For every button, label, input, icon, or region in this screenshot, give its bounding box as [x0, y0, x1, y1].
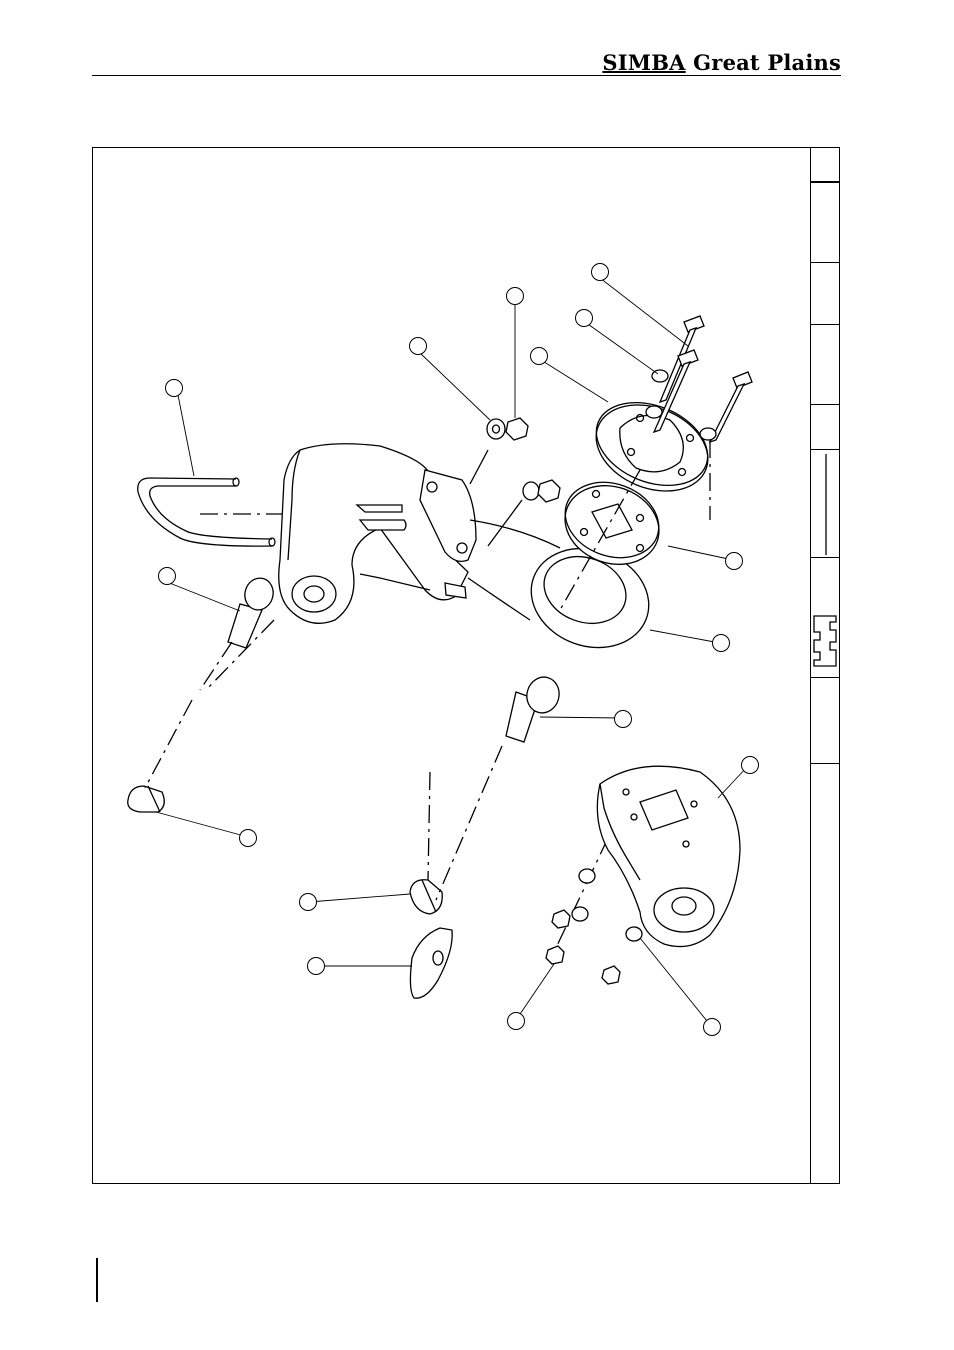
reference-balloon: [726, 553, 743, 570]
lower-plate-part: [546, 766, 740, 984]
main-bracket-part: [279, 444, 476, 624]
reference-balloon: [576, 310, 593, 327]
clevis-pin-parts: [228, 575, 563, 742]
strip-logo-icon: [814, 616, 836, 666]
reference-balloon: [507, 288, 524, 305]
reference-balloon: [166, 380, 183, 397]
reference-balloon: [615, 711, 632, 728]
reference-balloon: [308, 958, 325, 975]
reference-balloon: [240, 830, 257, 847]
reference-balloon: [410, 338, 427, 355]
reference-balloon: [531, 348, 548, 365]
alignment-lines: [145, 620, 608, 952]
reference-balloon: [159, 568, 176, 585]
reference-balloon: [704, 1019, 721, 1036]
reference-balloon: [300, 894, 317, 911]
reference-balloon: [713, 635, 730, 652]
reference-balloon: [592, 264, 609, 281]
swivel-assembly-part: [468, 387, 721, 664]
bolt-parts: [646, 316, 752, 442]
reference-balloon: [742, 757, 759, 774]
reference-balloon: [508, 1013, 525, 1030]
washer-nut-parts: [470, 418, 560, 546]
